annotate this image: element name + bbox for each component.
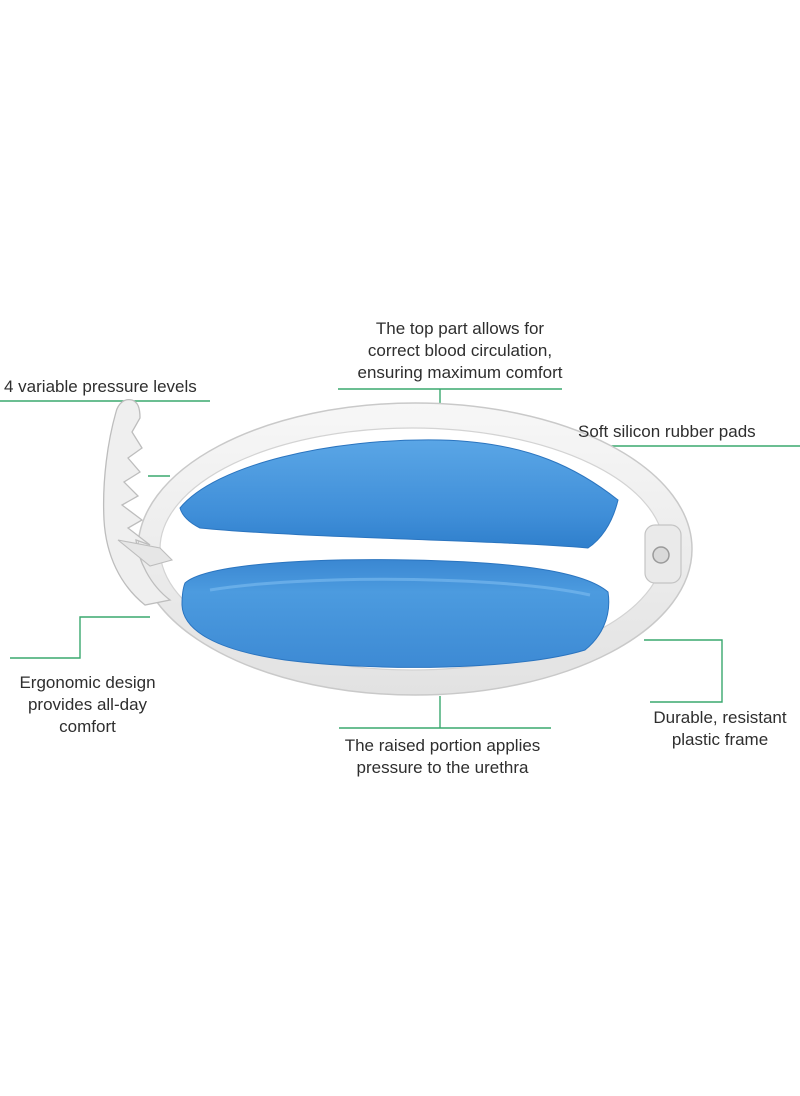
lower-rubber-pad xyxy=(181,559,610,668)
label-line: ensuring maximum comfort xyxy=(357,363,563,382)
label-line: correct blood circulation, xyxy=(367,341,553,360)
toothed-locking-arm xyxy=(102,398,172,606)
upper-rubber-pad xyxy=(179,439,619,549)
label-line: Durable, resistant xyxy=(653,708,787,727)
lock-tab xyxy=(117,539,174,567)
label-line: provides all-day xyxy=(27,695,148,714)
hinge xyxy=(644,524,682,584)
label-line: The top part allows for xyxy=(375,319,545,338)
label-line: pressure to the urethra xyxy=(356,758,529,777)
label-plastic-frame: Durable, resistant plastic frame xyxy=(640,707,800,751)
label-line: The raised portion applies xyxy=(344,736,541,755)
label-line: Soft silicon rubber pads xyxy=(578,422,756,441)
label-line: Ergonomic design xyxy=(19,673,156,692)
label-top-part: The top part allows for correct blood ci… xyxy=(300,318,620,384)
lower-pad-highlight xyxy=(209,577,591,597)
leader-ergonomic xyxy=(10,616,150,659)
label-line: plastic frame xyxy=(671,730,769,749)
leader-lines xyxy=(0,388,800,729)
hinge-pin xyxy=(652,546,670,564)
label-raised-portion: The raised portion applies pressure to t… xyxy=(330,735,555,779)
label-line: 4 variable pressure levels xyxy=(4,377,197,396)
label-rubber-pads: Soft silicon rubber pads xyxy=(578,421,756,443)
label-pressure-levels: 4 variable pressure levels xyxy=(4,376,197,398)
label-line: comfort xyxy=(59,717,116,736)
leader-plastic-frame xyxy=(644,639,723,703)
label-ergonomic-design: Ergonomic design provides all-day comfor… xyxy=(0,672,175,738)
